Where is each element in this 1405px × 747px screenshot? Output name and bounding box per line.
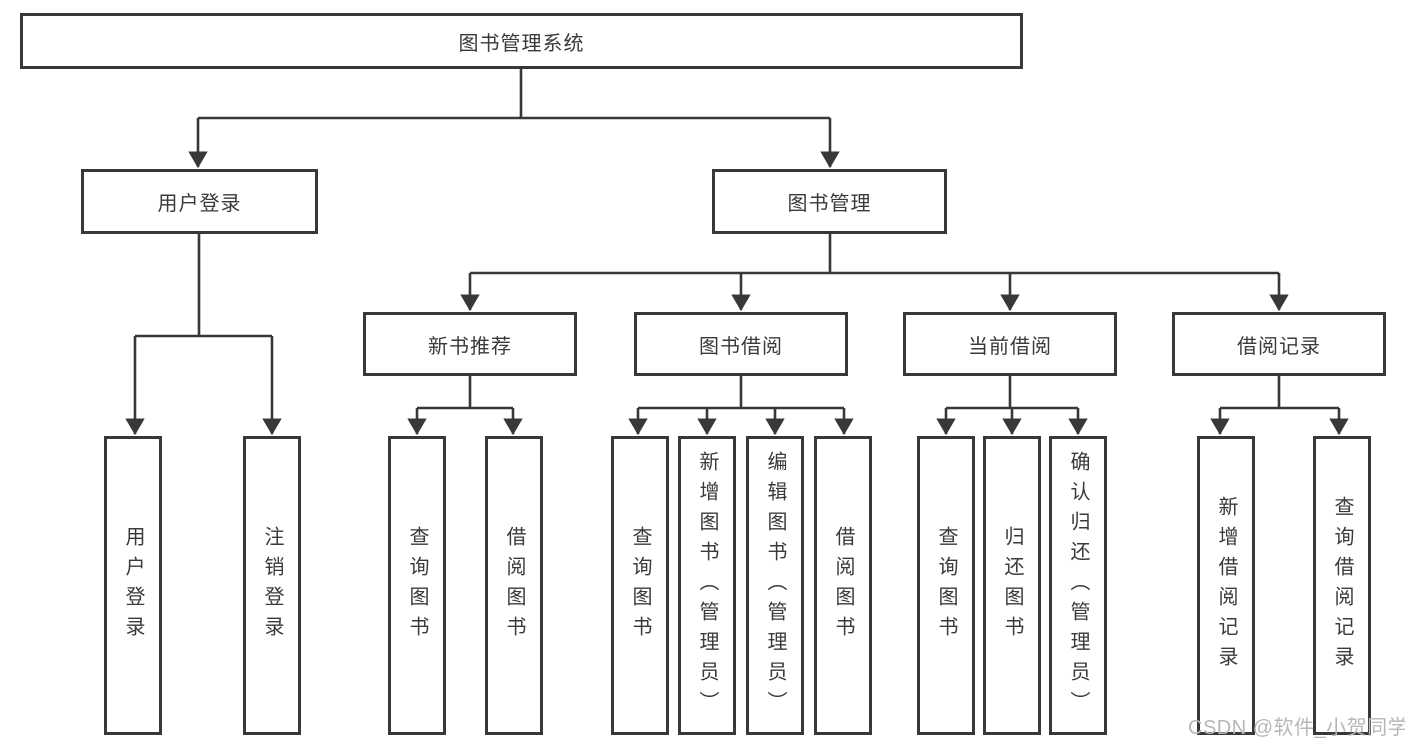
node-user-login: 用户登录 [81, 169, 318, 234]
leaf-label: 查询图书 [406, 525, 428, 646]
leaf-label: 编辑图书（管理员） [764, 450, 786, 721]
node-query-books-under-borrow: 查询图书 [611, 436, 669, 735]
node-query-books-under-current: 查询图书 [917, 436, 975, 735]
node-borrow-records: 借阅记录 [1172, 312, 1386, 376]
node-current-borrow: 当前借阅 [903, 312, 1117, 376]
node-edit-books-admin: 编辑图书（管理员） [746, 436, 804, 735]
leaf-label: 查询图书 [935, 525, 957, 646]
node-confirm-return-admin: 确认归还（管理员） [1049, 436, 1107, 735]
leaf-label: 借阅图书 [832, 525, 854, 646]
node-user-login-leaf: 用户登录 [104, 436, 162, 735]
node-book-management: 图书管理 [712, 169, 947, 234]
node-add-borrow-record: 新增借阅记录 [1197, 436, 1255, 735]
node-borrow-books-leaf: 借阅图书 [814, 436, 872, 735]
node-logout-leaf: 注销登录 [243, 436, 301, 735]
leaf-label: 借阅图书 [503, 525, 525, 646]
node-return-books: 归还图书 [983, 436, 1041, 735]
leaf-label: 查询借阅记录 [1331, 495, 1353, 676]
watermark: CSDN @软件_小贺同学 [1188, 717, 1405, 739]
node-add-books-admin: 新增图书（管理员） [678, 436, 736, 735]
leaf-label: 新增图书（管理员） [696, 450, 718, 721]
node-borrow-books-under-recommend: 借阅图书 [485, 436, 543, 735]
node-query-borrow-record: 查询借阅记录 [1313, 436, 1371, 735]
leaf-label: 新增借阅记录 [1215, 495, 1237, 676]
leaf-label: 用户登录 [122, 525, 144, 646]
node-root: 图书管理系统 [20, 13, 1023, 69]
node-book-borrow: 图书借阅 [634, 312, 848, 376]
leaf-label: 确认归还（管理员） [1067, 450, 1089, 721]
node-query-books-under-recommend: 查询图书 [388, 436, 446, 735]
leaf-label: 归还图书 [1001, 525, 1023, 646]
node-new-book-recommend: 新书推荐 [363, 312, 577, 376]
leaf-label: 查询图书 [629, 525, 651, 646]
leaf-label: 注销登录 [261, 525, 283, 646]
